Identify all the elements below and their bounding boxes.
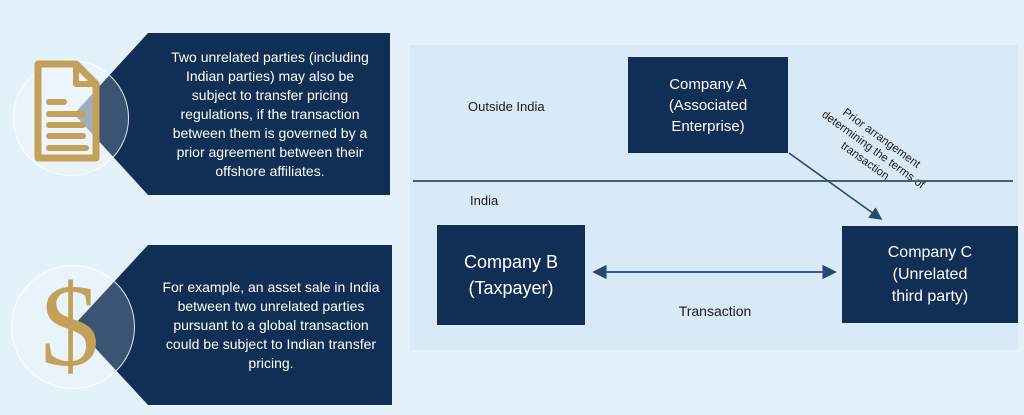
dollar-icon-ring (11, 265, 135, 389)
callout-asset-sale-example-text: For example, an asset sale in India betw… (162, 278, 380, 371)
diagram-panel: Outside India India Company A (Associate… (410, 45, 1018, 350)
company-a-node: Company A (Associated Enterprise) (628, 57, 788, 153)
region-label-india: India (470, 193, 499, 208)
company-c-node: Company C (Unrelated third party) (842, 226, 1018, 323)
dollar-icon: $ (40, 260, 100, 391)
region-label-outside-india: Outside India (468, 99, 545, 114)
callout-offshore-agreement-text: Two unrelated parties (including Indian … (171, 48, 369, 179)
callout-offshore-agreement: Two unrelated parties (including Indian … (74, 33, 390, 195)
document-icon (34, 60, 100, 162)
transaction-label: Transaction (678, 303, 752, 319)
company-b-node: Company B (Taxpayer) (437, 225, 585, 325)
prior-arrangement-label: Prior arrangement determining the terms … (819, 106, 927, 192)
